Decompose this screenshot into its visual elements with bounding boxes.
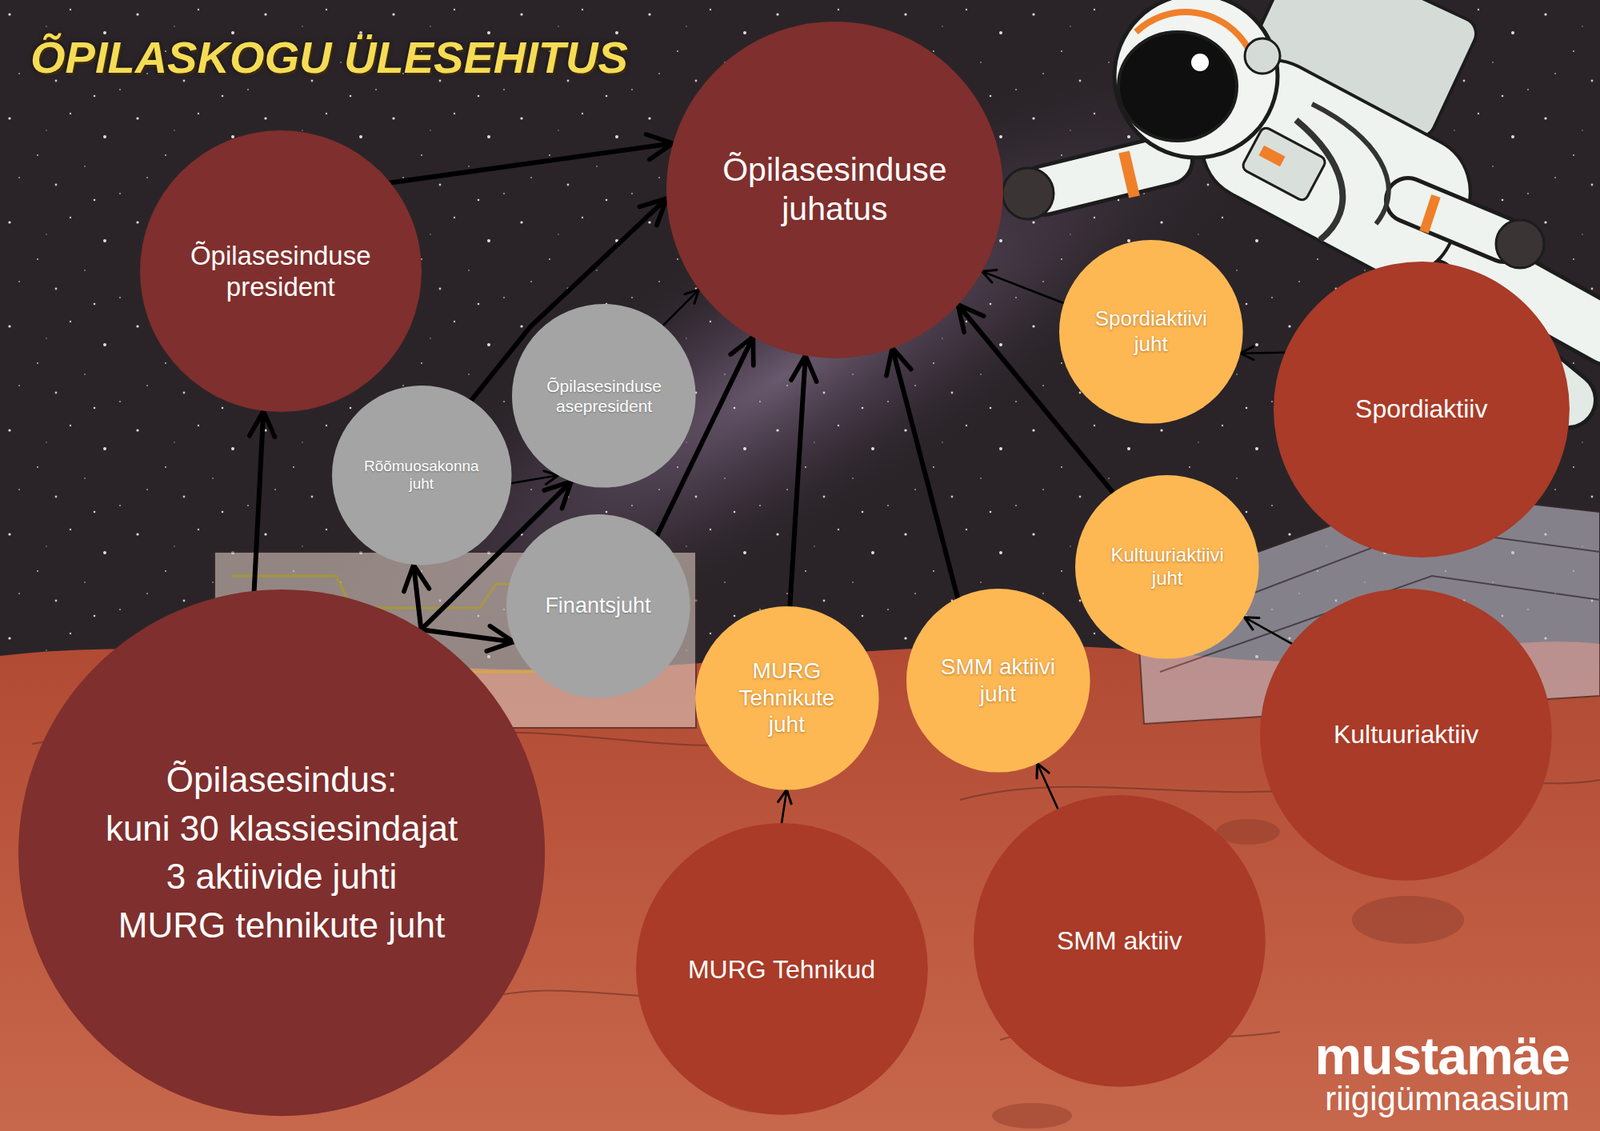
org-circle: Kultuuriaktiiv bbox=[1260, 588, 1552, 881]
circle-shape bbox=[906, 588, 1091, 773]
circle-fill bbox=[1059, 240, 1244, 424]
circle-fill bbox=[1273, 261, 1570, 558]
node-label: SMM aktiiv bbox=[991, 925, 1248, 956]
arrow-connector bbox=[390, 143, 674, 183]
circle-fill bbox=[332, 385, 512, 565]
circle-fill bbox=[906, 588, 1091, 773]
node-label: SMM aktiivi juht bbox=[933, 653, 1062, 708]
org-circle: Õpilasesinduse juhatus bbox=[666, 21, 1004, 359]
node-label: MURG tehnikute juht bbox=[65, 901, 498, 951]
logo-text: riigigümnaasium bbox=[1324, 1081, 1570, 1117]
circle-shape bbox=[140, 130, 422, 412]
node-label: Õpilasesinduse juhatus bbox=[702, 150, 967, 229]
circle-fill bbox=[140, 130, 422, 412]
circle-fill bbox=[666, 21, 1004, 359]
arrow-connector bbox=[789, 355, 805, 606]
node-label: Kultuuriaktiiv bbox=[1278, 719, 1535, 750]
org-circle: MURG Tehnikute juht bbox=[695, 606, 880, 791]
circle-shape bbox=[18, 589, 545, 1116]
circle-fill bbox=[1260, 588, 1552, 881]
node-label: Õpilasesindus: bbox=[65, 756, 498, 805]
org-circle: Finantsjuht bbox=[506, 514, 691, 699]
org-circle: Õpilasesinduse asepresident bbox=[512, 304, 696, 488]
chart-title: ÕPILASKOGU ÜLESEHITUS bbox=[30, 32, 628, 84]
arrow-connector bbox=[781, 789, 787, 824]
org-circle: MURG Tehnikud bbox=[636, 823, 928, 1116]
arrow-connector bbox=[663, 289, 700, 326]
circle-fill bbox=[973, 795, 1266, 1088]
arrow-connector bbox=[413, 564, 421, 630]
node-label: 3 aktiivide juhti bbox=[65, 852, 498, 902]
circle-fill bbox=[506, 514, 691, 699]
node-label: Rõõmuosakonna juht bbox=[355, 457, 488, 495]
node-label: Spordiaktiiv bbox=[1293, 393, 1550, 424]
arrow-connector bbox=[1240, 352, 1285, 354]
org-circle: SMM aktiiv bbox=[973, 795, 1266, 1088]
arrow-connector bbox=[892, 348, 958, 599]
org-circle: Kultuuriaktiivi juht bbox=[1075, 475, 1260, 660]
arrow-connector bbox=[981, 271, 1064, 304]
arrow-connector bbox=[1244, 617, 1292, 644]
arrow-connector bbox=[254, 411, 264, 592]
logo-text: mustamäe bbox=[1315, 1028, 1571, 1084]
org-circle: Õpilasesindus:kuni 30 klassiesindajat3 a… bbox=[18, 589, 545, 1116]
node-label: kuni 30 klassiesindajat bbox=[65, 804, 498, 854]
node-label: Kultuuriaktiivi juht bbox=[1103, 544, 1232, 591]
org-circle: SMM aktiivi juht bbox=[906, 588, 1091, 773]
circle-shape bbox=[512, 304, 696, 488]
circle-fill bbox=[512, 304, 696, 488]
circle-fill bbox=[18, 589, 545, 1116]
circle-fill bbox=[695, 606, 880, 791]
circle-fill bbox=[636, 823, 928, 1116]
arrow-connector bbox=[1037, 763, 1058, 808]
node-label: Spordiaktiivi juht bbox=[1087, 306, 1216, 356]
node-label: MURG Tehnikud bbox=[653, 954, 910, 985]
arrow-connector bbox=[511, 475, 559, 484]
org-circle: Spordiaktiivi juht bbox=[1059, 240, 1244, 424]
node-label: Õpilasesinduse asepresident bbox=[538, 376, 671, 416]
org-circle: Õpilasesinduse president bbox=[140, 130, 422, 412]
node-label: MURG Tehnikute juht bbox=[722, 657, 851, 739]
node-label: Finantsjuht bbox=[532, 592, 664, 619]
circle-shape bbox=[666, 21, 1004, 359]
circle-fill bbox=[1075, 475, 1260, 660]
org-circle: Rõõmuosakonna juht bbox=[332, 385, 512, 565]
org-circle: Spordiaktiiv bbox=[1273, 261, 1570, 558]
node-label: Õpilasesinduse president bbox=[168, 240, 393, 304]
